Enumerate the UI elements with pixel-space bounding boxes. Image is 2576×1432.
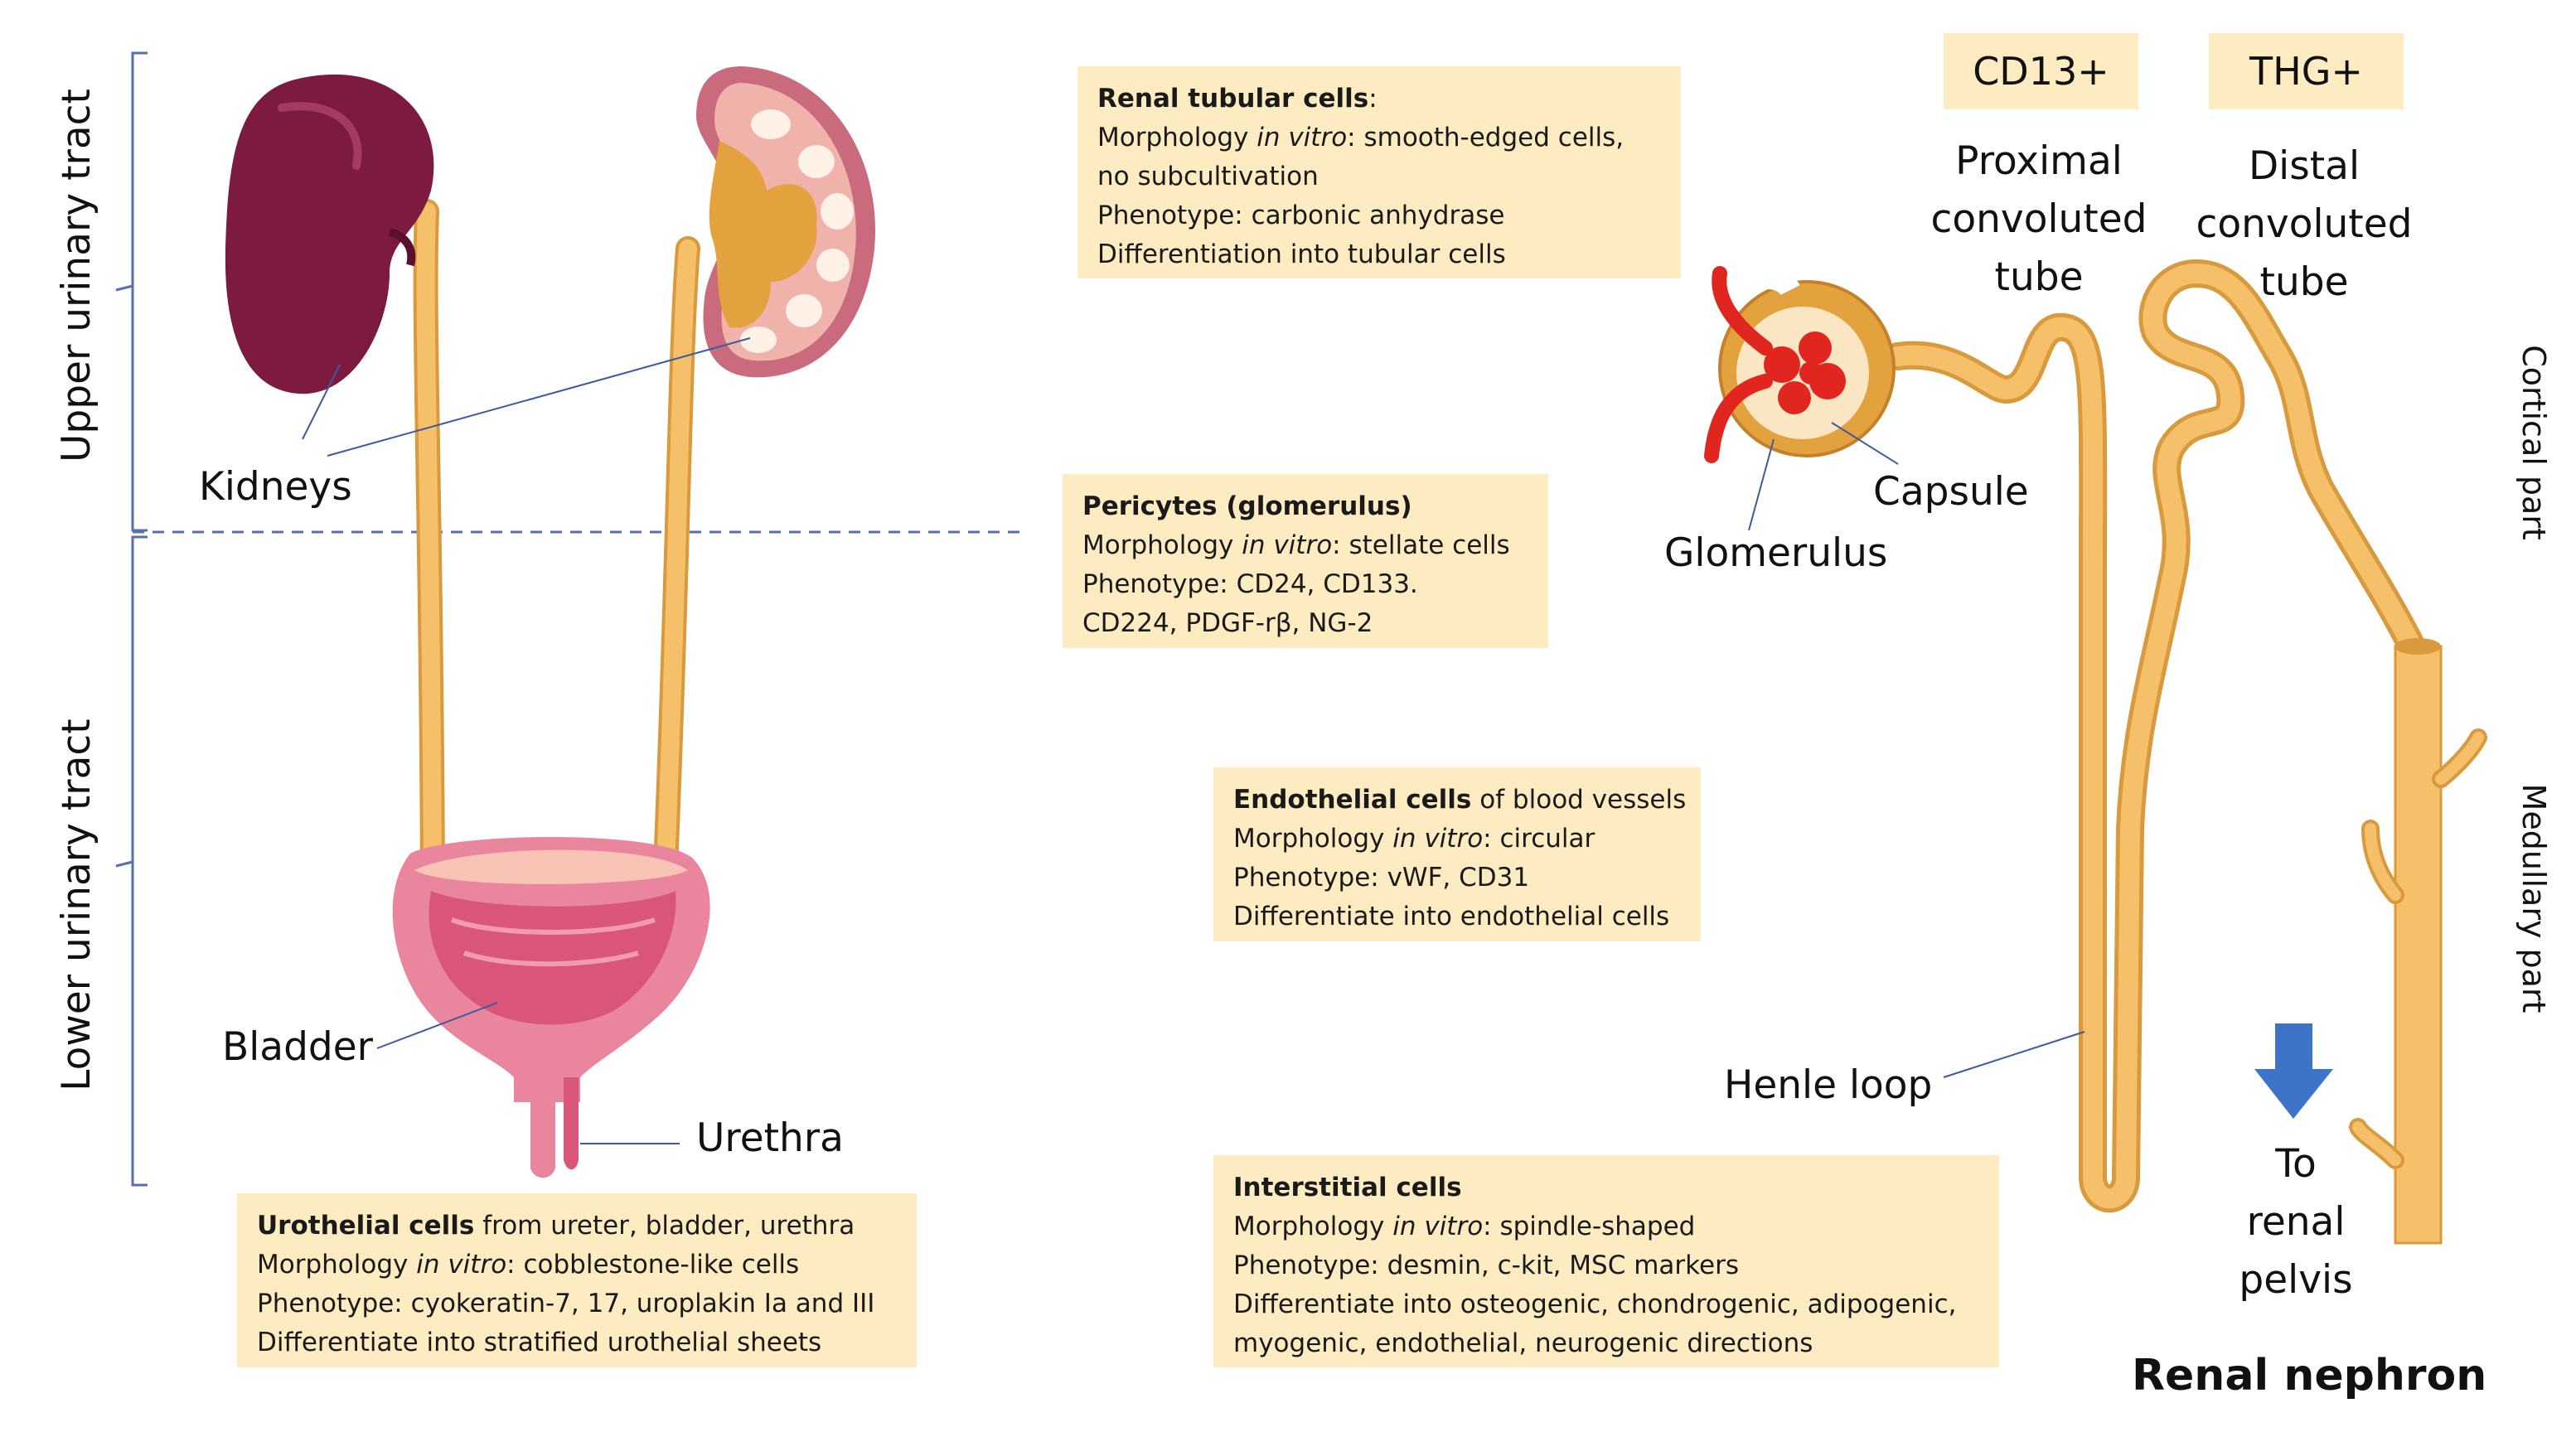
ureters <box>413 199 700 899</box>
distal-line-1: Distal <box>2248 143 2361 189</box>
urothelial-l1-pre: Morphology <box>257 1250 417 1280</box>
pericytes-box: Pericytes (glomerulus) Morphology in vit… <box>1063 474 1548 648</box>
interstitial-l3: Differentiate into osteogenic, chondroge… <box>1233 1289 1957 1319</box>
glomerulus-label: Glomerulus <box>1664 530 1888 576</box>
interstitial-l1-it: in vitro <box>1392 1212 1484 1241</box>
endothelial-l1-it: in vitro <box>1392 824 1484 854</box>
cd13-badge: CD13+ <box>1944 33 2138 109</box>
urothelial-l1-it: in vitro <box>416 1250 507 1280</box>
urothelial-head-tail: from ureter, bladder, urethra <box>474 1211 855 1241</box>
endothelial-l1-pre: Morphology <box>1233 824 1393 854</box>
interstitial-l1-pre: Morphology <box>1233 1212 1393 1241</box>
urothelial-head: Urothelial cells <box>257 1211 475 1241</box>
henle-loop-label: Henle loop <box>1724 1062 1933 1108</box>
urothelial-l1-post: : cobblestone-like cells <box>506 1250 800 1280</box>
renal-tubular-head: Renal tubular cells <box>1097 84 1369 114</box>
endothelial-l3: Differentiate into endothelial cells <box>1233 902 1670 931</box>
renal-tubular-cells-box: Renal tubular cells: Morphology in vitro… <box>1077 66 1681 278</box>
proximal-line-2: convoluted <box>1930 196 2147 242</box>
proximal-line-1: Proximal <box>1955 138 2123 184</box>
renal-nephron-title: Renal nephron <box>2132 1351 2487 1401</box>
endothelial-l2: Phenotype: vWF, CD31 <box>1233 863 1530 893</box>
bladder <box>392 837 710 1178</box>
urothelial-l2: Phenotype: cyokeratin-7, 17, uroplakin I… <box>257 1289 875 1318</box>
tract-bracket <box>115 51 148 1187</box>
collecting-duct <box>2349 638 2487 1245</box>
glomerulus-capsule <box>1704 266 1896 463</box>
nephron <box>1884 259 2426 1213</box>
interstitial-head: Interstitial cells <box>1233 1173 1462 1202</box>
endothelial-cells-box: Endothelial cells of blood vessels Morph… <box>1213 767 1701 941</box>
renal-tubular-l2: no subcultivation <box>1097 162 1319 191</box>
renal-tubular-l1-pre: Morphology <box>1097 123 1257 152</box>
right-kidney <box>696 66 876 378</box>
pelvis-line-3: pelvis <box>2239 1257 2353 1303</box>
urothelial-cells-box: Urothelial cells from ureter, bladder, u… <box>237 1193 917 1367</box>
upper-tract-label: Upper urinary tract <box>54 89 99 462</box>
interstitial-l1-post: : spindle-shaped <box>1483 1212 1696 1241</box>
pericytes-head: Pericytes (glomerulus) <box>1082 491 1412 521</box>
medullary-part-label: Medullary part <box>2515 783 2552 1014</box>
renal-tubular-l1-it: in vitro <box>1257 123 1348 152</box>
down-arrow-icon <box>2254 1023 2333 1119</box>
kidneys-pointers <box>302 337 751 457</box>
pericytes-l2: Phenotype: CD24, CD133. <box>1082 569 1418 599</box>
proximal-tube-label: Proximal convoluted tube <box>1906 133 2172 307</box>
renal-tubular-l4: Differentiation into tubular cells <box>1097 239 1506 269</box>
pelvis-line-1: To <box>2275 1141 2317 1187</box>
pericytes-l3: CD224, PDGF-rβ, NG-2 <box>1082 608 1373 638</box>
urothelial-l3: Differentiate into stratified urothelial… <box>257 1328 822 1357</box>
interstitial-l4: myogenic, endothelial, neurogenic direct… <box>1233 1328 1813 1358</box>
distal-line-3: tube <box>2259 259 2349 305</box>
renal-tubular-l1-post: : smooth-edged cells, <box>1347 123 1625 152</box>
left-kidney <box>225 74 434 394</box>
pericytes-l1-post: : stellate cells <box>1332 530 1510 560</box>
endothelial-head: Endothelial cells <box>1233 785 1472 815</box>
capsule-label: Capsule <box>1873 469 2029 515</box>
renal-tubular-l3: Phenotype: carbonic anhydrase <box>1097 201 1505 230</box>
distal-line-2: convoluted <box>2196 201 2413 247</box>
interstitial-cells-box: Interstitial cells Morphology in vitro: … <box>1213 1155 1999 1367</box>
distal-tube-label: Distal convoluted tube <box>2172 138 2437 312</box>
interstitial-l2: Phenotype: desmin, c-kit, MSC markers <box>1233 1251 1739 1280</box>
cortical-part-label: Cortical part <box>2515 345 2552 540</box>
renal-tubular-head-tail: : <box>1368 84 1378 114</box>
thg-badge: THG+ <box>2209 33 2404 109</box>
bladder-pointers <box>376 1002 680 1144</box>
proximal-line-3: tube <box>1994 254 2084 300</box>
to-renal-pelvis-label: To renal pelvis <box>2205 1135 2387 1309</box>
pericytes-l1-pre: Morphology <box>1082 530 1242 560</box>
endothelial-l1-post: : circular <box>1483 824 1595 854</box>
nephron-pointers <box>1748 422 2085 1078</box>
kidneys-label: Kidneys <box>199 464 352 510</box>
urethra-label: Urethra <box>696 1115 844 1161</box>
pelvis-line-2: renal <box>2246 1199 2346 1245</box>
bladder-label: Bladder <box>222 1024 374 1070</box>
endothelial-head-tail: of blood vessels <box>1471 785 1687 815</box>
pericytes-l1-it: in vitro <box>1242 530 1333 560</box>
lower-tract-label: Lower urinary tract <box>54 718 99 1091</box>
